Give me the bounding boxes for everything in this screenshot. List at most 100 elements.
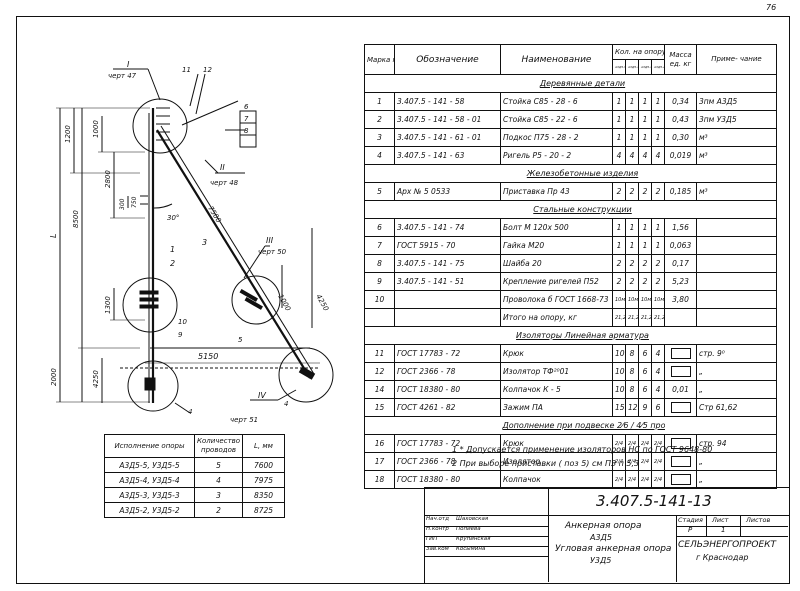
length-header: L, мм	[242, 434, 285, 458]
spec-mass: 0,019	[664, 146, 697, 165]
angle-label: 30°	[167, 214, 179, 222]
spec-note: 3пм У3Д5	[696, 110, 777, 129]
spec-note	[696, 236, 777, 255]
spec-pos: 3	[364, 128, 395, 147]
spec-qty: 4	[625, 146, 639, 165]
spec-note: Стр 61,62	[696, 398, 777, 417]
spec-mass: 5,23	[664, 272, 697, 291]
spec-pos: 17	[364, 452, 395, 471]
spec-pos	[364, 308, 395, 327]
spec-mass	[664, 362, 697, 381]
title-line-2: А3Д5	[590, 533, 612, 542]
spec-qty: 1	[612, 92, 626, 111]
pos-7-label: 7	[244, 115, 249, 123]
spec-qty: 2	[638, 182, 652, 201]
spec-designation: 3.407.5 - 141 - 75	[394, 254, 501, 273]
spec-name: Зажим ПА	[500, 398, 613, 417]
spec-name: Подкос П75 - 28 - 2	[500, 128, 613, 147]
stage-col-rule-2	[740, 515, 741, 536]
spec-name: Колпачок	[500, 470, 613, 489]
spec-qty: 1	[651, 236, 665, 255]
title-block-code-cell	[548, 487, 789, 516]
variant-name: А3Д5-2, У3Д5-2	[104, 502, 195, 518]
spec-pos: 11	[364, 344, 395, 363]
organization: СЕЛЬЭНЕРГОПРОЕКТ	[678, 540, 777, 550]
pos-5-label: 5	[238, 336, 243, 344]
support-drawing: I черт 47 11 12 6 7 8 II черт 48 30° 750…	[49, 60, 334, 424]
variant-length: 8725	[242, 502, 285, 518]
pos-3-label: 3	[202, 238, 207, 247]
signers-top-rule	[424, 515, 548, 516]
section-spacer	[364, 416, 395, 435]
spec-designation: 3.407.5 - 141 - 51	[394, 272, 501, 291]
spec-mass	[664, 308, 697, 327]
variant-header: Исполнение опоры	[104, 434, 195, 458]
variant-name: А3Д5-5, У3Д5-5	[104, 457, 195, 473]
notes: 1 * Допускается применение изоляторов НС…	[452, 443, 712, 471]
spec-qty: 1	[651, 110, 665, 129]
pos-9-label: 9	[178, 331, 183, 339]
spec-qty: 6	[638, 344, 652, 363]
page-number: 76	[766, 3, 777, 12]
mass-box	[670, 366, 691, 377]
spec-name: Болт М 120х 500	[500, 218, 613, 237]
spec-name: Крюк	[500, 344, 613, 363]
specification-table: Марка поз. Обозначение Наименование Кол.…	[364, 44, 777, 489]
section-spacer	[664, 200, 777, 219]
section-spacer	[395, 417, 501, 435]
spec-qty: 1	[651, 128, 665, 147]
signer-role: ГИП	[426, 536, 438, 542]
stage-values-row	[676, 526, 788, 537]
dim-750: 750	[131, 196, 138, 208]
spec-mass: 0,01	[664, 380, 697, 399]
spec-mass: 0,17	[664, 254, 697, 273]
spec-qty: 1	[625, 92, 639, 111]
variant-wires: 3	[194, 487, 243, 503]
spec-qty: 2	[638, 272, 652, 291]
sheets-label: Листов	[746, 516, 771, 524]
dim-1300: 1300	[104, 296, 112, 314]
spec-qty: 2	[612, 254, 626, 273]
spec-qty: 8	[625, 344, 639, 363]
dim-5150: 5150	[198, 352, 218, 361]
section-II-ref: черт 48	[210, 179, 239, 187]
section-spacer	[364, 326, 395, 345]
mass-value: 0,01	[672, 385, 689, 394]
section-row-insulators: Изоляторы Линейная арматура	[364, 326, 777, 345]
spec-qty: 1	[625, 218, 639, 237]
variant-length: 7600	[242, 457, 285, 473]
spec-qty: 9	[638, 398, 652, 417]
spec-pos: 2	[364, 110, 395, 129]
name-header: Наименование	[500, 44, 613, 75]
spec-qty: 1	[638, 218, 652, 237]
spec-note	[696, 254, 777, 273]
spec-qty: 2	[625, 182, 639, 201]
spec-note: стр. 9⁰	[696, 344, 777, 363]
spec-designation: ГОСТ 4261 - 82	[394, 398, 501, 417]
section-spacer	[395, 165, 501, 183]
qty-col-4: А3Д5-4 У3Д5-4	[625, 59, 639, 75]
wires-header: Количество проводов	[194, 434, 243, 458]
section-I-ref: черт 47	[108, 72, 137, 80]
spec-name: Итого на опору, кг	[500, 308, 613, 327]
spec-designation: ГОСТ 18380 - 80	[394, 380, 501, 399]
spec-mass: 3,80	[664, 290, 697, 309]
mass-box	[670, 438, 691, 449]
section-II-label: II	[220, 163, 225, 172]
spec-name: Колпачок К - 5	[500, 380, 613, 399]
section-spacer	[364, 74, 395, 93]
section-title-extra: Дополнение при подвеске 2⁄6 / 4⁄5 провод…	[500, 416, 665, 435]
spec-name: Стойка С85 - 28 - 6	[500, 92, 613, 111]
note-1: 1 * Допускается применение изоляторов НС…	[452, 445, 713, 454]
spec-qty: 10	[612, 344, 626, 363]
spec-qty: 21,22	[625, 308, 639, 327]
dim-4250-left: 4250	[92, 370, 100, 388]
spec-qty: 1	[612, 218, 626, 237]
variants-table: Исполнение опоры Количество проводов L, …	[104, 434, 285, 518]
spec-pos: 9	[364, 272, 395, 291]
